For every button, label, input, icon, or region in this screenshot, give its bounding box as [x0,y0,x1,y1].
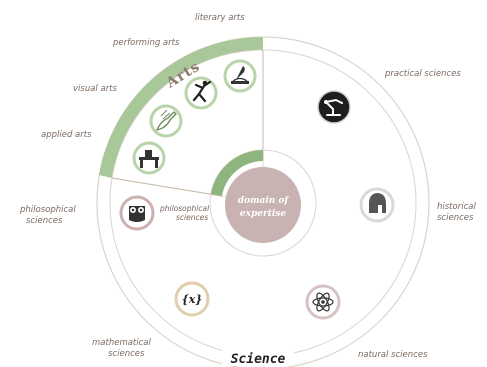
label-mathematical-sciences-2: sciences [108,349,145,359]
inner-philosophical-label-1: philosophical [159,204,210,213]
science-title-bg [222,350,294,366]
label-natural-sciences: natural sciences [358,350,428,360]
label-visual-arts: visual arts [73,84,118,94]
paintbrush-icon [149,104,183,138]
workbench-icon [132,141,166,175]
center-circle [225,167,301,243]
label-historical-sciences-1: historical [437,202,476,212]
owl-icon [119,195,155,231]
label-literary-arts: literary arts [195,13,245,23]
dancer-icon [184,76,218,110]
function-icon: {x} [174,281,210,317]
label-applied-arts: applied arts [41,130,92,140]
center-label-line1: domain of [238,196,291,206]
label-philosophical-sciences-1: philosophical [19,205,76,215]
center-label-line2: expertise [240,209,286,219]
function-glyph: {x} [182,293,203,306]
label-performing-arts: performing arts [112,38,180,48]
label-historical-sciences-2: sciences [437,213,474,223]
arts-inner-arc [211,150,263,196]
arts-boundary-left [111,177,223,197]
label-practical-sciences: practical sciences [384,69,461,79]
label-mathematical-sciences-1: mathematical [92,338,152,348]
atom-icon [305,284,341,320]
label-philosophical-sciences-2: sciences [26,216,63,226]
science-title: Science [231,352,286,367]
robot-arm-icon [317,90,351,124]
inner-philosophical-label-2: sciences [176,213,208,222]
arts-sector-band [99,36,263,178]
helmet-icon [359,187,395,223]
quill-book-icon [223,59,257,93]
